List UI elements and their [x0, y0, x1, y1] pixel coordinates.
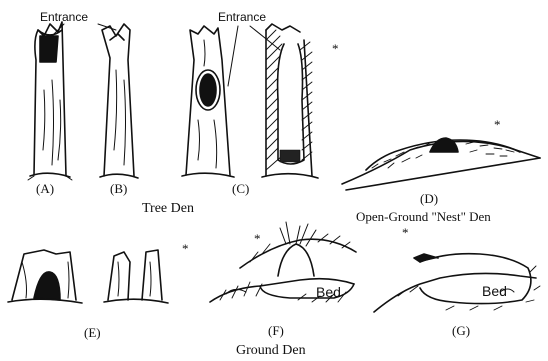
- caption-tree-den: Tree Den: [142, 202, 194, 216]
- label-g: (G): [452, 324, 470, 337]
- bed-label-g: Bed: [482, 284, 507, 298]
- asterisk-g: *: [402, 226, 409, 239]
- bed-label-f: Bed: [316, 285, 341, 299]
- entrance-leaders: [50, 24, 280, 86]
- label-a: (A): [36, 182, 54, 195]
- tree-den-c-cutaway-drawing: [262, 24, 318, 178]
- asterisk-c: *: [332, 42, 339, 55]
- tree-den-b-drawing: [100, 24, 138, 178]
- caption-open-ground: Open-Ground "Nest" Den: [356, 210, 491, 223]
- entrance-label-left: Entrance: [40, 11, 88, 23]
- label-e: (E): [84, 326, 101, 339]
- caption-ground-den: Ground Den: [236, 344, 306, 358]
- entrance-label-right: Entrance: [218, 11, 266, 23]
- asterisk-f: *: [254, 232, 261, 245]
- open-ground-nest-drawing: [342, 138, 540, 190]
- label-b: (B): [110, 182, 127, 195]
- label-f: (F): [268, 324, 284, 337]
- ground-den-e-drawing: [8, 250, 168, 303]
- ground-den-g-drawing: [374, 254, 540, 312]
- tree-den-c-drawing: [182, 26, 234, 177]
- tree-den-a-drawing: [28, 22, 72, 180]
- asterisk-e: *: [182, 242, 189, 255]
- label-c: (C): [232, 182, 249, 195]
- asterisk-d: *: [494, 118, 501, 131]
- label-d: (D): [420, 192, 438, 205]
